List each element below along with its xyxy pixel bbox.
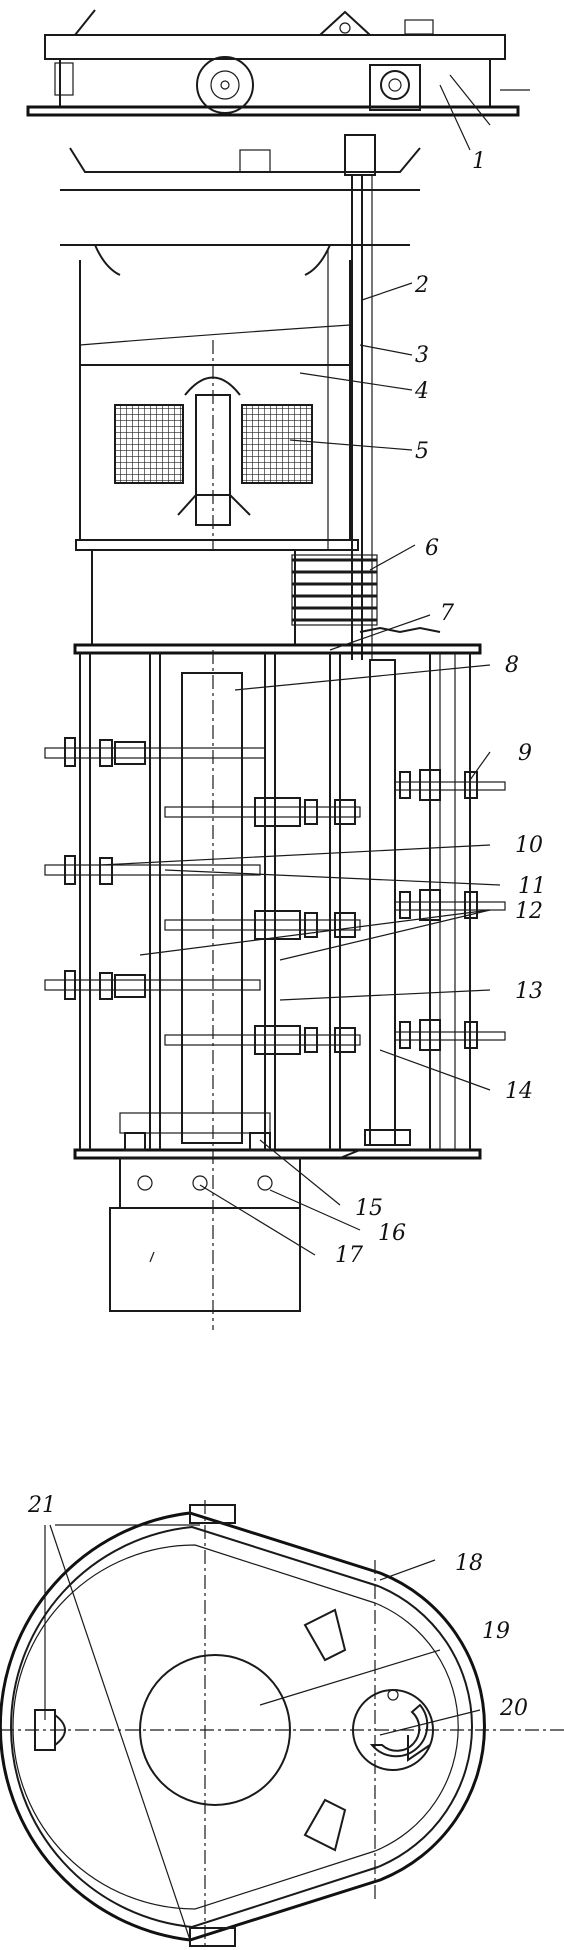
callout-3: 3 (415, 343, 429, 368)
callout-5: 5 (415, 439, 429, 464)
callout-7: 7 (440, 601, 454, 626)
plan-view (0, 1500, 564, 1950)
callout-21: 21 (27, 1493, 56, 1518)
middle-column (91, 550, 441, 645)
upper-housing (60, 147, 421, 551)
callout-18: 18 (455, 1551, 483, 1576)
callout-9: 9 (518, 741, 532, 766)
callout-17: 17 (335, 1243, 363, 1268)
callout-12: 12 (515, 899, 543, 924)
callout-11: 11 (518, 874, 546, 899)
callout-14: 14 (505, 1079, 533, 1104)
base-flange (109, 1157, 301, 1312)
leader-lines (44, 84, 501, 1941)
callout-4: 4 (414, 379, 429, 404)
drive-shafts (327, 134, 376, 660)
callout-20: 20 (499, 1696, 528, 1721)
callout-10: 10 (515, 833, 543, 858)
callout-1: 1 (472, 149, 486, 174)
callout-8: 8 (505, 653, 519, 678)
drive-mechanism (26, 9, 530, 126)
callout-6: 6 (425, 536, 439, 561)
callout-2: 2 (414, 273, 429, 298)
callout-13: 13 (515, 979, 543, 1004)
selector-cage (44, 643, 506, 1330)
callout-15: 15 (355, 1196, 383, 1221)
callout-19: 19 (482, 1619, 510, 1644)
callout-16: 16 (378, 1221, 406, 1246)
callout-labels: 1 2 3 4 5 6 7 8 9 10 11 12 13 14 15 16 1… (27, 149, 546, 1721)
